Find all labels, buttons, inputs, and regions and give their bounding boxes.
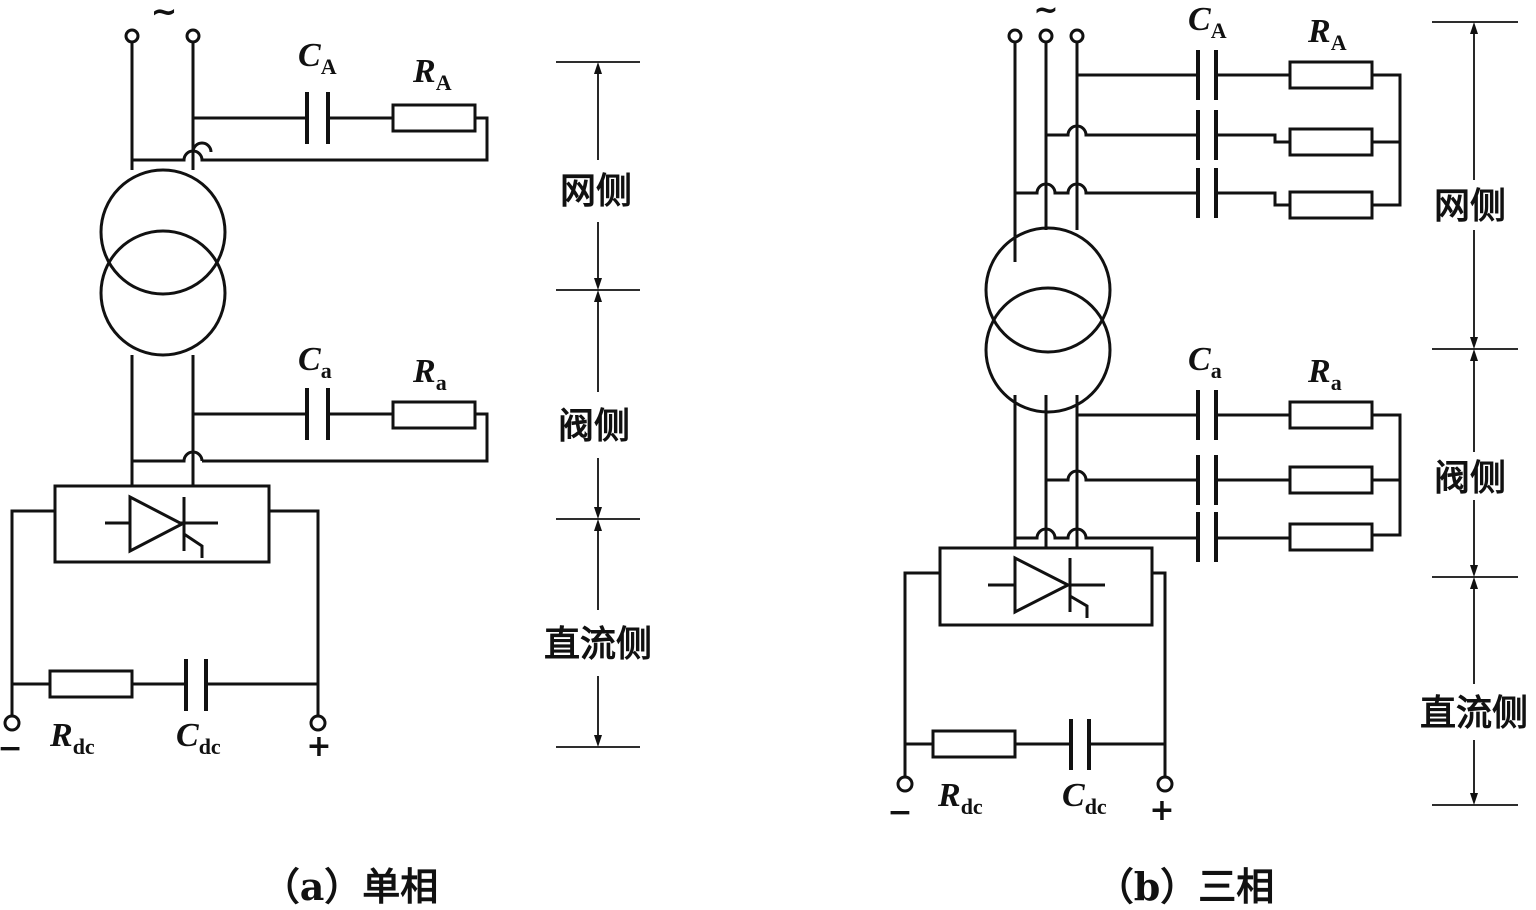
section-dc-label: 直流侧 [1420, 693, 1528, 734]
valve-rc-wire-3 [1015, 527, 1290, 540]
panel-a-single-phase: ~ − + CA RA Ca [0, 0, 652, 909]
ac-terminal-a [1007, 28, 1023, 44]
ac-terminal-c [1069, 28, 1085, 44]
valve-rc-wire-1 [1077, 413, 1402, 537]
arrow [594, 62, 602, 74]
dimension-ticks [1432, 21, 1518, 806]
dc-wire-right [269, 509, 320, 716]
ac-terminal-right [185, 28, 201, 44]
label-res-valve: Ra [412, 353, 447, 395]
cap-dc-symbol [1069, 719, 1091, 770]
arrow [1470, 565, 1478, 577]
res-valve-symbol-1 [1288, 400, 1374, 430]
grid-rc-wire-3 [1015, 182, 1290, 207]
res-grid-symbol-3 [1288, 190, 1374, 220]
caption-a: （a）单相 [262, 864, 439, 909]
grid-rc-wire-1 [1077, 73, 1402, 207]
res-grid-symbol [391, 103, 477, 133]
valve-rc-wire-2 [1046, 469, 1400, 482]
cap-grid-symbol-1 [1196, 50, 1218, 100]
section-grid-label: 网侧 [1434, 186, 1506, 227]
dc-terminal-plus [1156, 775, 1174, 793]
dc-wire-right [1152, 571, 1167, 777]
section-valve-label: 阀侧 [558, 406, 630, 447]
plus-sign: + [306, 729, 331, 764]
res-valve-symbol [391, 400, 477, 430]
transformer-secondary-coil [99, 229, 227, 357]
transformer-primary-coil [984, 226, 1112, 354]
cap-grid-symbol-2 [1196, 110, 1218, 160]
arrow [1470, 793, 1478, 805]
cap-valve-symbol [305, 388, 330, 440]
arrow [594, 290, 602, 302]
section-grid-label: 网侧 [560, 171, 632, 212]
ac-terminal-b [1038, 28, 1054, 44]
arrow [594, 507, 602, 519]
dc-terminal-minus [896, 775, 914, 793]
dc-terminal-plus [309, 714, 327, 732]
res-dc-symbol [48, 669, 134, 699]
grid-rc-wire [193, 116, 489, 162]
label-res-grid: RA [412, 53, 452, 95]
label-res-dc: Rdc [937, 777, 983, 819]
panel-b-three-phase: ~ [887, 0, 1528, 909]
label-cap-valve: Ca [298, 341, 332, 383]
label-cap-grid: CA [298, 37, 337, 79]
thyristor-triangle [1013, 555, 1072, 615]
ac-symbol: ~ [151, 0, 178, 30]
ac-terminal-left [124, 28, 140, 44]
arrow [1470, 349, 1478, 361]
label-cap-grid: CA [1188, 1, 1227, 43]
valve-rc-return [132, 450, 204, 463]
res-valve-symbol-2 [1288, 465, 1374, 495]
arrow [594, 278, 602, 290]
section-valve-label: 阀侧 [1434, 458, 1506, 499]
cap-dc-symbol [184, 659, 208, 711]
arrow [594, 519, 602, 531]
label-res-valve: Ra [1307, 353, 1342, 395]
minus-sign: − [0, 731, 23, 766]
res-valve-symbol-3 [1288, 522, 1374, 552]
ac-symbol: ~ [1033, 0, 1058, 28]
cap-grid-symbol-3 [1196, 168, 1218, 218]
cap-valve-symbol-2 [1196, 455, 1218, 505]
label-res-grid: RA [1307, 13, 1347, 55]
label-cap-valve: Ca [1188, 341, 1222, 383]
valve-rc-wire [193, 412, 489, 463]
cap-valve-symbol-3 [1196, 512, 1218, 562]
section-dc-label: 直流侧 [544, 624, 652, 665]
grid-rc-wire-2 [1046, 124, 1400, 144]
label-cap-dc: Cdc [176, 717, 221, 759]
thyristor-triangle [128, 494, 186, 554]
dc-wire-left [10, 509, 55, 716]
grid-rc-return [132, 149, 205, 162]
dc-terminal-minus [3, 714, 21, 732]
line-right [191, 42, 213, 486]
thyristor-bar [1068, 558, 1089, 618]
cap-grid-symbol [305, 92, 330, 144]
arrow [1470, 22, 1478, 34]
arrow [1470, 577, 1478, 589]
transformer-primary-coil [99, 168, 227, 296]
caption-b: （b）三相 [1096, 864, 1275, 909]
res-dc-symbol [931, 729, 1017, 759]
dc-wire-left [903, 571, 940, 777]
minus-sign: − [887, 795, 912, 830]
res-grid-symbol-1 [1288, 60, 1374, 90]
transformer-secondary-coil [984, 286, 1112, 414]
res-grid-symbol-2 [1288, 127, 1374, 157]
thyristor-bar [182, 497, 204, 558]
arrow [1470, 337, 1478, 349]
plus-sign: + [1149, 793, 1174, 828]
arrow [594, 735, 602, 747]
label-res-dc: Rdc [49, 717, 95, 759]
cap-valve-symbol-1 [1196, 390, 1218, 440]
label-cap-dc: Cdc [1062, 777, 1107, 819]
